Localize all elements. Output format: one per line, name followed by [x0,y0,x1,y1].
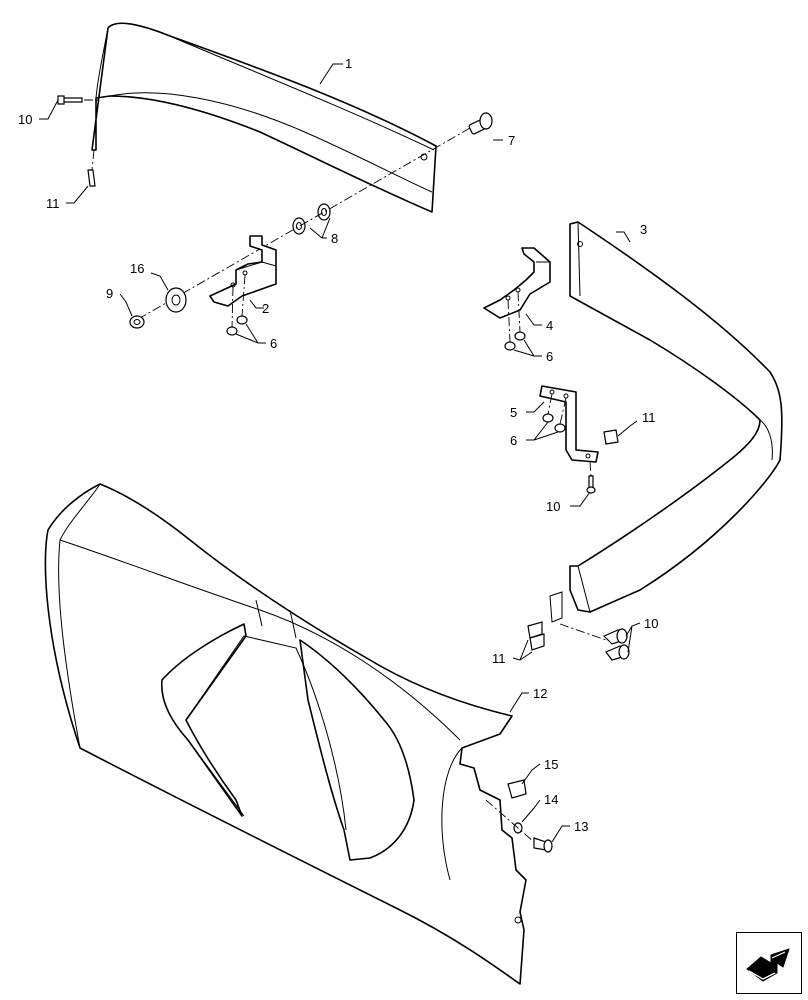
callout-2: 2 [262,301,269,316]
callout-12: 12 [533,686,547,701]
part-15-clip [507,779,527,799]
part-5-bracket [539,385,599,463]
callout-4: 4 [546,318,553,333]
callout-5: 5 [510,405,517,420]
part-6-nuts-a [226,315,248,336]
callout-8: 8 [331,231,338,246]
callout-10-top: 10 [18,112,32,127]
callout-13: 13 [574,819,588,834]
callout-11-top: 11 [46,196,60,211]
callout-10-lower: 10 [644,616,658,631]
part-8-washers [292,203,331,235]
part-13-bolt [533,837,553,853]
part-11-clip-right [603,429,619,445]
part-1-upper-fender [91,22,437,213]
part-2-bracket [209,235,277,307]
part-9-nut [129,315,145,329]
next-page-arrow-icon[interactable] [736,932,802,994]
callout-15: 15 [544,757,558,772]
part-12-cowl-panel [44,483,527,985]
part-7-bolt [468,112,493,135]
callout-3: 3 [640,222,647,237]
callout-7: 7 [508,133,515,148]
part-10-screw-left [57,95,83,105]
callout-9: 9 [106,286,113,301]
part-3-right-panel [569,221,783,613]
callout-1: 1 [345,56,352,71]
arrow-glyph [746,948,790,982]
callout-16: 16 [130,261,144,276]
callout-labels: 1 2 3 4 5 6 6 6 7 8 9 10 10 10 11 11 11 … [18,56,658,834]
part-10-screw-mid [586,475,596,494]
callout-6-lower: 6 [510,433,517,448]
part-6-nuts-b [504,331,526,351]
callout-11-right: 11 [642,410,656,425]
part-10-screws-lower [602,628,630,661]
part-11-clips-lower [527,591,563,651]
leader-lines [39,63,641,843]
callout-14: 14 [544,792,558,807]
part-11-clip-left [87,169,96,187]
part-4-bracket [483,247,551,319]
callout-11-lower: 11 [492,651,506,666]
part-16-washer [165,287,187,313]
callout-6-right: 6 [546,349,553,364]
callout-6-left: 6 [270,336,277,351]
callout-10-mid: 10 [546,499,560,514]
